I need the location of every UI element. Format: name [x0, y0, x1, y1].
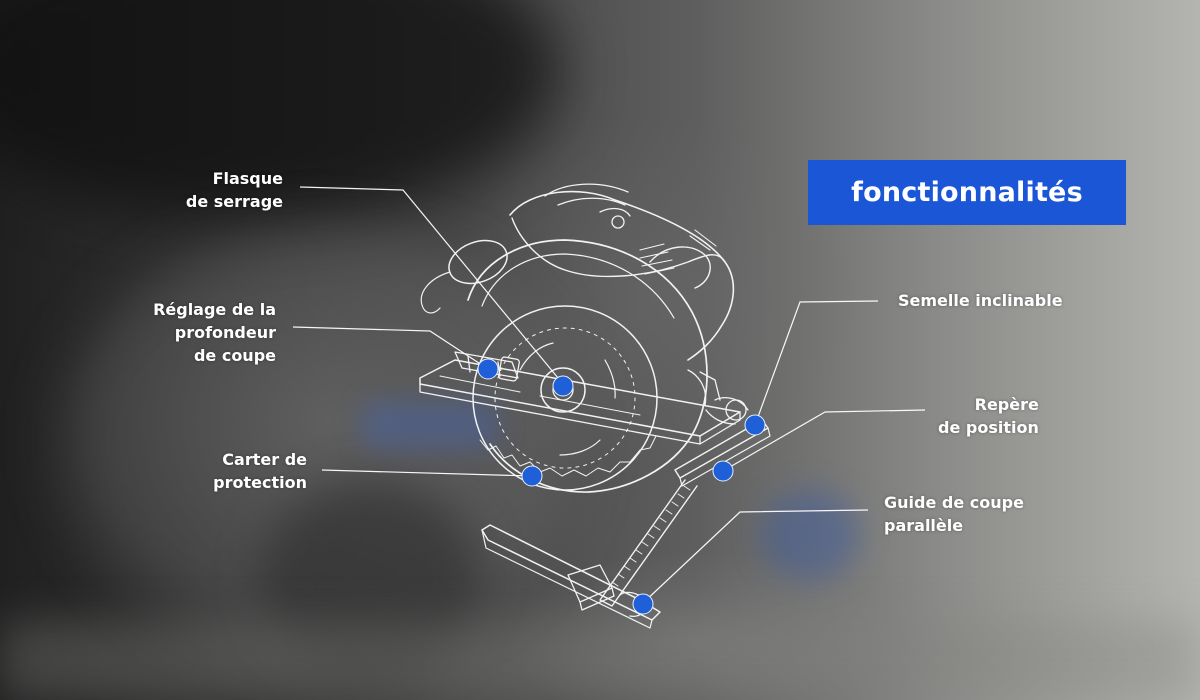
leader-carter [322, 470, 532, 476]
blade-teeth [480, 436, 656, 476]
bevel-mechanism [688, 370, 748, 424]
label-reglage-profondeur: Réglage de la profondeur de coupe [153, 298, 276, 367]
marker-carter[interactable] [522, 466, 542, 486]
label-semelle-inclinable: Semelle inclinable [898, 289, 1063, 312]
features-title: fonctionnalités [851, 177, 1083, 208]
base-plate [420, 360, 740, 436]
leader-reglage [293, 327, 488, 369]
cable [421, 272, 450, 313]
marker-flasque[interactable] [553, 376, 573, 396]
leader-guide [643, 510, 868, 603]
marker-repere[interactable] [713, 461, 733, 481]
blade-inner-ring [495, 328, 635, 468]
handle-screw [612, 216, 624, 228]
blade-guard [468, 240, 707, 492]
label-repere-de-position: Repère de position [938, 393, 1039, 439]
leader-flasque [300, 187, 563, 384]
marker-guide[interactable] [633, 594, 653, 614]
marker-semelle[interactable] [745, 415, 765, 435]
callout-lines [293, 187, 925, 603]
rear-cap [650, 247, 710, 288]
base-plate-slots [440, 376, 640, 415]
label-flasque-de-serrage: Flasque de serrage [186, 167, 283, 213]
features-badge: fonctionnalités [808, 160, 1126, 225]
saw-line-drawing [420, 184, 770, 628]
label-carter-de-protection: Carter de protection [213, 448, 307, 494]
fence-scale [612, 486, 690, 586]
leader-semelle [755, 301, 878, 425]
front-knob [443, 233, 513, 291]
marker-reglage[interactable] [478, 359, 498, 379]
label-guide-de-coupe: Guide de coupe parallèle [884, 491, 1024, 537]
motor-top [512, 218, 725, 276]
